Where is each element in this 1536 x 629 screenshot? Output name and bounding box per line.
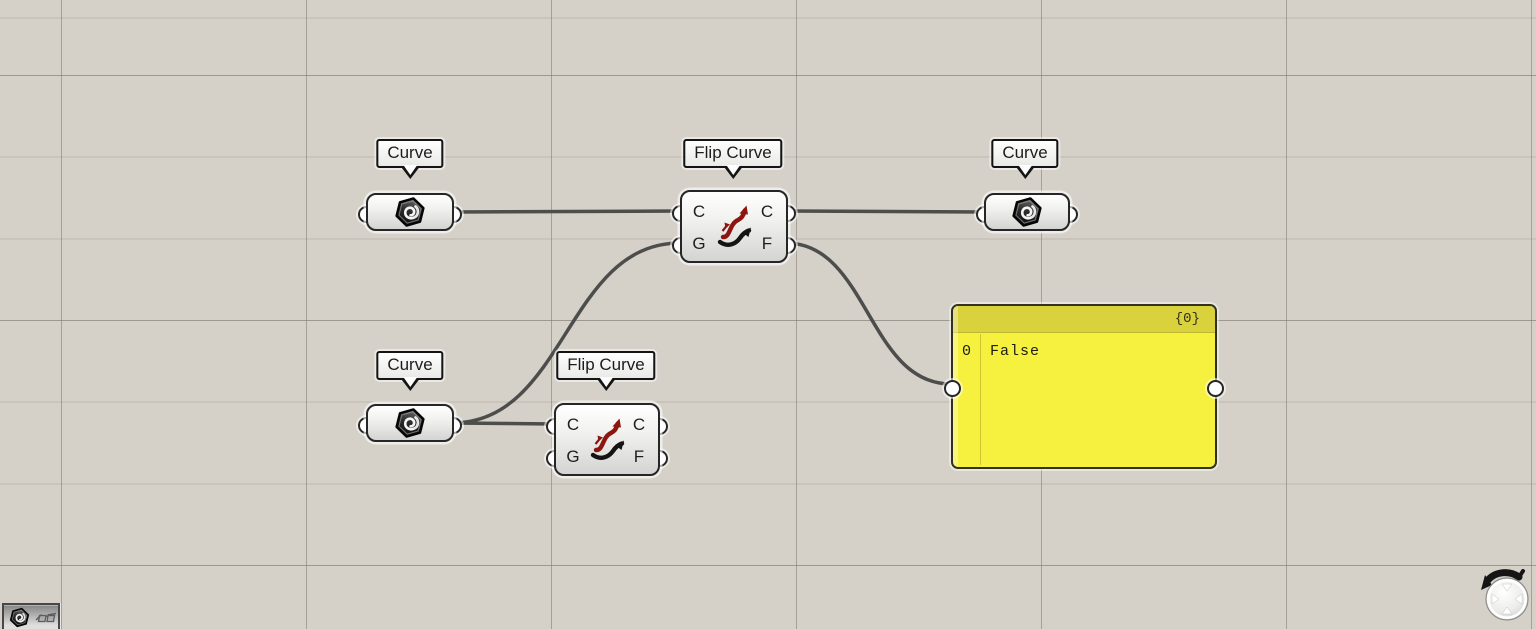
tooltip-label: Curve (387, 143, 433, 162)
flip-b-output-c-label: C (632, 415, 646, 434)
component-curve-out[interactable] (976, 193, 1078, 231)
panel-output-port[interactable] (1207, 379, 1224, 397)
component-curve-b[interactable] (358, 404, 462, 442)
tooltip-curve-a: Curve (376, 139, 444, 180)
panel-row-index: 0 (961, 343, 971, 360)
tooltip-label: Curve (387, 355, 433, 374)
flip-main-input-g-label: G (692, 234, 706, 253)
component-curve-a[interactable] (358, 193, 462, 231)
data-panel[interactable]: {0} 0 False (944, 304, 1224, 469)
wire-curve-a-to-flip-main-c[interactable] (450, 209, 684, 214)
canvas-mini-toolbar[interactable] (2, 603, 60, 629)
glasses-icon[interactable] (35, 610, 57, 624)
tooltip-label: Flip Curve (567, 355, 645, 374)
panel-index-divider (980, 334, 981, 465)
flip-main-output-c-label: C (760, 202, 774, 221)
wire-curve-b-to-flip-main-g[interactable] (450, 241, 682, 425)
panel-row-value: False (990, 343, 1041, 360)
component-flip-main[interactable]: C G C F (672, 190, 796, 263)
curve-param-icon (394, 407, 426, 439)
tooltip-curve-b: Curve (376, 351, 444, 392)
tooltip-curve-out: Curve (991, 139, 1059, 180)
tooltip-flip-b: Flip Curve (556, 351, 656, 392)
panel-row: 0 False (953, 342, 1215, 362)
flip-curve-icon (587, 418, 627, 462)
panel-input-port[interactable] (944, 379, 961, 397)
flip-b-output-f-label: F (633, 447, 645, 466)
flip-main-output-f-label: F (761, 234, 773, 253)
tooltip-label: Flip Curve (694, 143, 772, 162)
flip-b-input-c-label: C (566, 415, 580, 434)
panel-path-header: {0} (953, 306, 1215, 333)
curve-param-icon[interactable] (9, 606, 30, 628)
wire-flip-main-c-to-curve-out[interactable] (784, 209, 986, 214)
flip-curve-icon (714, 205, 754, 249)
tooltip-flip-main: Flip Curve (683, 139, 783, 180)
flip-main-input-c-label: C (692, 202, 706, 221)
wire-flip-main-f-to-panel[interactable] (784, 241, 953, 386)
curve-param-icon (394, 196, 426, 228)
tooltip-label: Curve (1002, 143, 1048, 162)
component-flip-b[interactable]: C G C F (546, 403, 668, 476)
flip-b-input-g-label: G (566, 447, 580, 466)
navigation-ball-icon[interactable] (1477, 569, 1535, 627)
curve-param-icon (1011, 196, 1043, 228)
